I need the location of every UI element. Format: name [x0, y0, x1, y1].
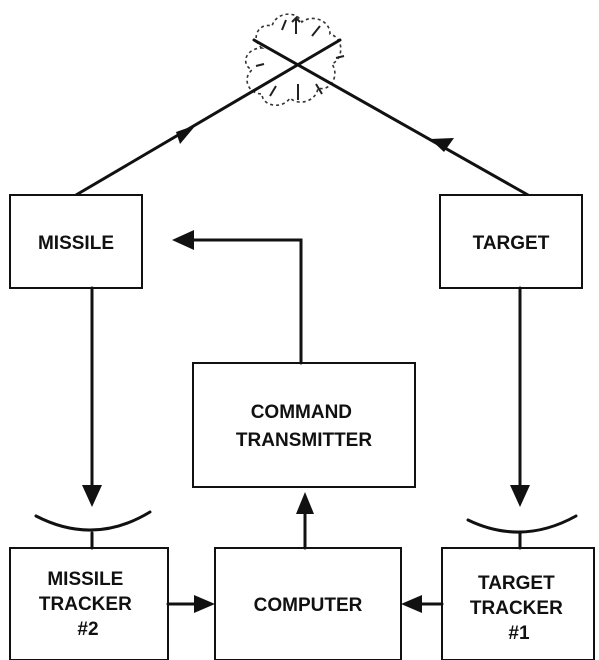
target-tracker-label-line-3: #1 [508, 623, 530, 644]
missile-tracker-box: MISSILE TRACKER #2 [9, 547, 169, 660]
svg-text:MISSILE: MISSILE [38, 233, 114, 254]
target-radar-dish-icon [466, 514, 578, 550]
target-tracker-box: TARGET TRACKER #1 [441, 547, 595, 660]
missile-tracker-label-line-2: TRACKER [39, 594, 132, 615]
target-tracker-to-computer-arrowhead [401, 595, 422, 613]
svg-text:TARGET TRACKER #1: TARGET TRACKER #1 [470, 573, 568, 644]
command-transmitter-label-line-1: COMMAND [251, 402, 352, 423]
command-transmitter-label-line-2: TRANSMITTER [236, 430, 372, 451]
target-tracker-label-line-2: TRACKER [470, 598, 563, 619]
missile-track-arrowhead [82, 485, 102, 507]
target-track-arrowhead [510, 485, 530, 507]
computer-box: COMPUTER [214, 547, 402, 660]
target-flight-path [252, 38, 530, 197]
target-flight-arrowhead [430, 138, 454, 152]
target-tracker-label-line-1: TARGET [478, 573, 555, 594]
svg-text:MISSILE TRACKER #2: MISSILE TRACKER #2 [39, 569, 137, 640]
command-link-line [188, 238, 303, 365]
svg-text:TARGET: TARGET [473, 233, 550, 254]
missile-tracker-label-line-3: #2 [77, 619, 98, 640]
missile-flight-arrowhead [176, 125, 196, 144]
command-transmitter-box: COMMAND TRANSMITTER [192, 362, 416, 488]
missile-box: MISSILE [9, 194, 143, 289]
svg-text:COMPUTER: COMPUTER [254, 595, 363, 616]
computer-label: COMPUTER [254, 595, 363, 616]
missile-tracker-label-line-1: MISSILE [47, 569, 123, 590]
computer-to-transmitter-arrowhead [296, 492, 314, 514]
svg-text:COMMAND TRANSMITTER: COMMAND TRANSMITTER [236, 402, 372, 451]
target-label: TARGET [473, 233, 550, 254]
missile-flight-path [74, 38, 342, 197]
intercept-burst-icon [244, 13, 345, 106]
missile-radar-dish-icon [34, 510, 152, 550]
command-link-arrowhead [172, 230, 194, 250]
target-box: TARGET [439, 194, 583, 289]
missile-label: MISSILE [38, 233, 114, 254]
missile-tracker-to-computer-arrowhead [194, 595, 215, 613]
